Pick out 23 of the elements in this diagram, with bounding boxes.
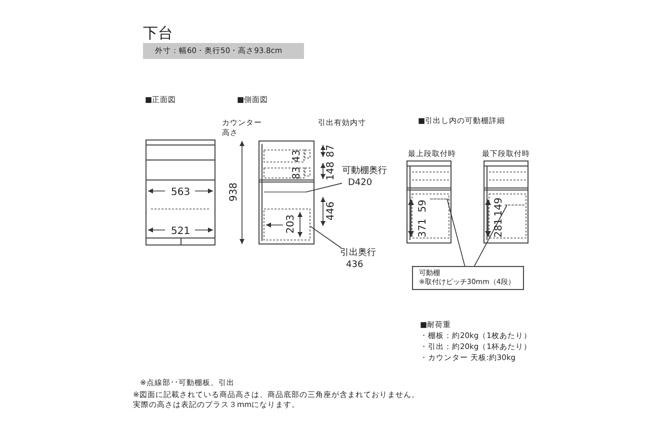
dimension-value: 148 [324, 161, 338, 181]
shelf-line [430, 198, 450, 200]
dimension-value: 446 [324, 201, 338, 221]
dimension-value: 87 [324, 144, 338, 158]
dimension-value: 521 [171, 225, 190, 238]
dimension-value: 371 [416, 218, 430, 238]
dimension-value: 43 [290, 150, 304, 162]
leader-line [310, 226, 342, 248]
leader-line [474, 204, 508, 266]
callout-label: 可動棚奥行 D420 [342, 166, 387, 190]
leader-line [446, 198, 466, 266]
leader-line [306, 182, 342, 192]
drawer-outline [264, 208, 310, 240]
callout-label: 引出奥行 436 [340, 248, 376, 272]
dimension-value: 83 [290, 166, 304, 180]
dimension-value: 149 [492, 197, 506, 217]
dimension-value: 938 [228, 182, 240, 202]
dimension-value: 281 [492, 218, 506, 238]
dimension-value: 59 [416, 200, 430, 212]
dimension-value: 563 [171, 186, 190, 199]
shelf-line [504, 204, 526, 206]
dimension-value: 203 [284, 214, 298, 234]
title: 下台 [143, 24, 173, 44]
